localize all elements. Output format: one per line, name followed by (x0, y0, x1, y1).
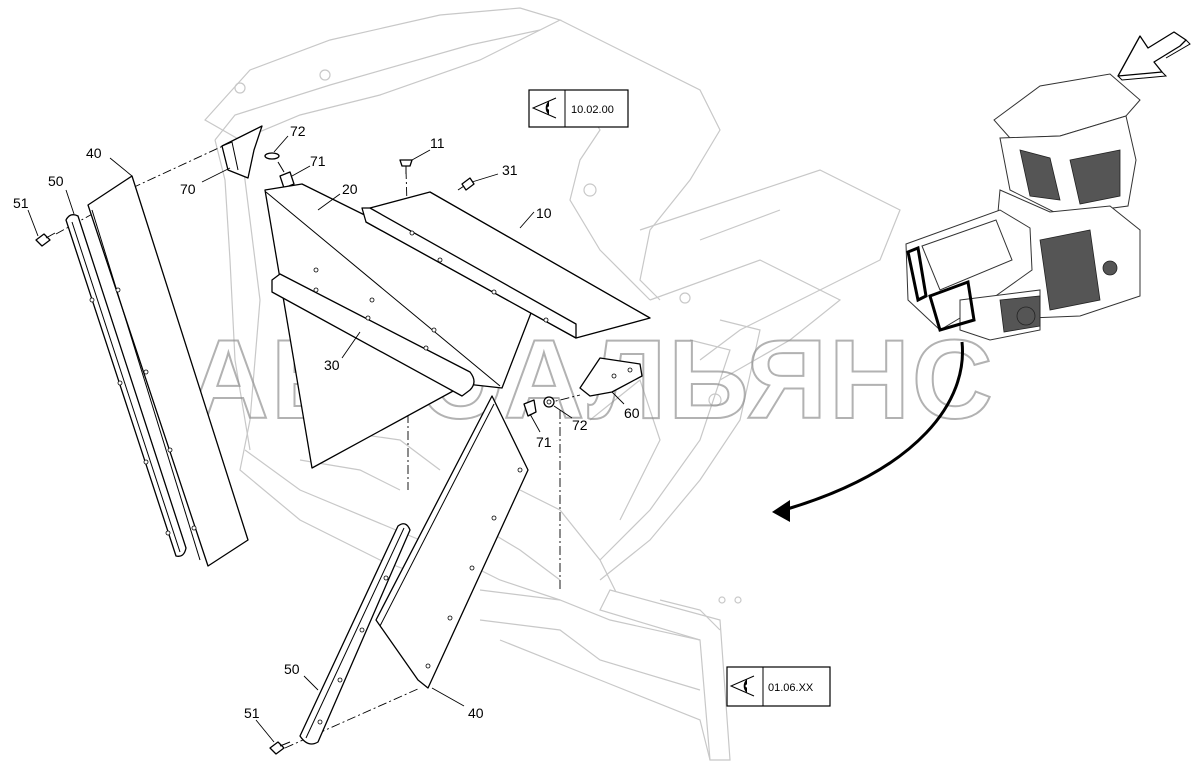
eye-icon (729, 675, 755, 697)
part-50-left-strip (65, 214, 187, 557)
callout-40-lower: 40 (468, 705, 484, 721)
callout-50-upper: 50 (48, 173, 64, 189)
part-10-cover (361, 191, 651, 339)
part-11-bolt (399, 159, 413, 174)
callout-51-lower: 51 (244, 705, 260, 721)
background-frame (204, 7, 901, 761)
part-50-right-strip (299, 523, 411, 745)
paver-machine-thumbnail (905, 73, 1141, 341)
part-51-bolt-left (35, 232, 56, 247)
leader-lines (27, 135, 625, 743)
callout-11: 11 (430, 135, 445, 151)
part-20-plate (264, 183, 537, 469)
callout-71-upper: 71 (310, 153, 326, 169)
part-71-bolt-lower (523, 399, 537, 417)
reference-box-01-06-xx[interactable]: 01.06.XX (726, 666, 831, 707)
callout-40-upper: 40 (86, 145, 102, 161)
curved-pointer-arrow (772, 341, 964, 522)
callout-20: 20 (342, 181, 358, 197)
callout-70: 70 (180, 181, 196, 197)
callout-50-lower: 50 (284, 661, 300, 677)
callout-72-upper: 72 (290, 123, 306, 139)
part-31-bolt (457, 177, 475, 191)
callout-31: 31 (502, 162, 518, 178)
callout-71-lower: 71 (536, 434, 552, 450)
part-40-right-strip (375, 395, 529, 689)
part-40-left-strip (87, 175, 249, 567)
callouts: 40 50 51 70 72 71 20 11 31 10 30 71 72 6… (13, 123, 640, 721)
part-71-bolt-upper (277, 161, 295, 189)
eye-icon (531, 97, 557, 119)
callout-10: 10 (536, 205, 552, 221)
part-72-washer-lower (543, 396, 555, 408)
callout-60: 60 (624, 405, 640, 421)
callout-72-lower: 72 (572, 417, 588, 433)
reference-label: 10.02.00 (571, 104, 614, 116)
view-direction-arrow (1117, 31, 1191, 81)
part-72-washer-upper (264, 152, 280, 160)
callout-51-upper: 51 (13, 195, 29, 211)
callout-30: 30 (324, 357, 340, 373)
part-30-strip (271, 273, 475, 397)
part-51-bolt-lower (269, 741, 291, 755)
reference-box-10-02-00[interactable]: 10.02.00 (528, 89, 629, 128)
reference-label: 01.06.XX (768, 682, 814, 694)
part-60-bracket (579, 357, 643, 397)
part-70-bracket (221, 125, 263, 179)
